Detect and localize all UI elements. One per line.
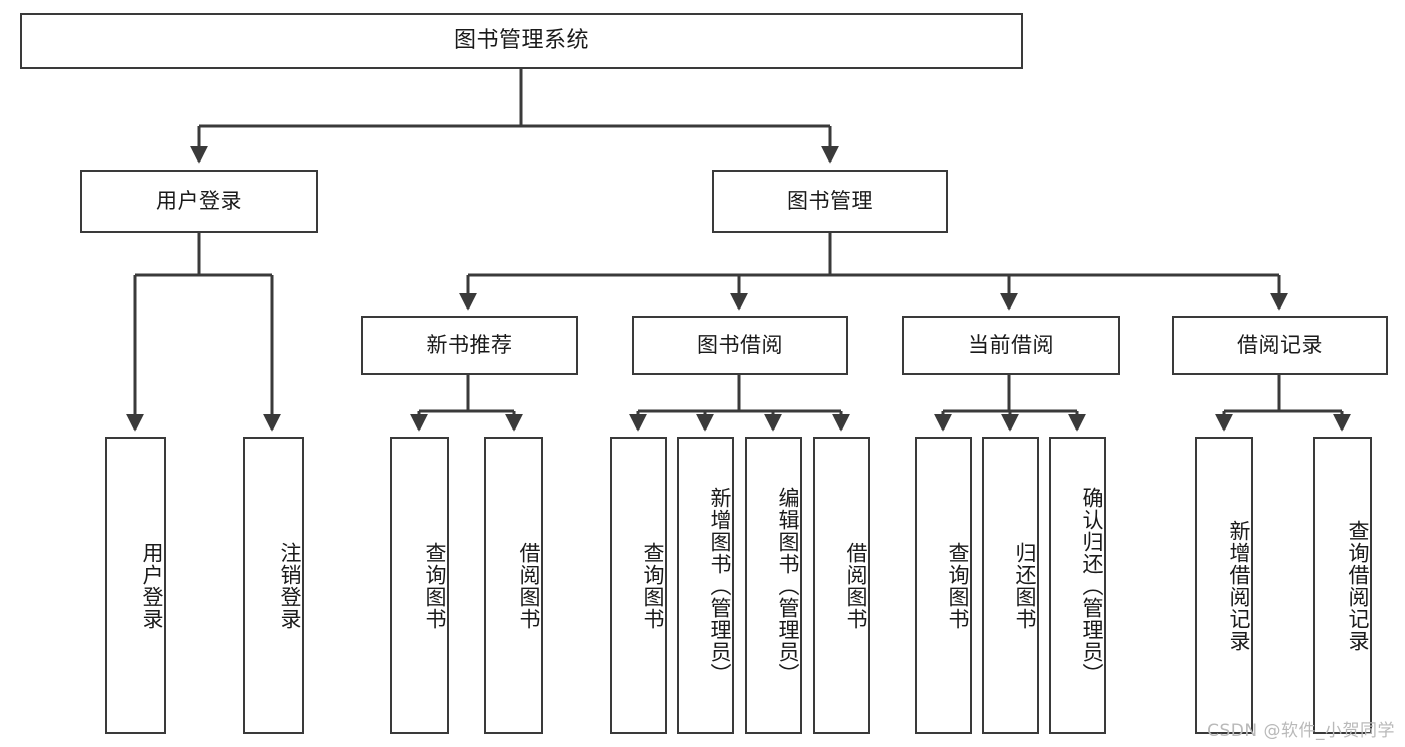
node-current-borrow[interactable]: 当前借阅 [902, 316, 1120, 375]
node-user-login[interactable]: 用户登录 [80, 170, 318, 233]
node-leaf-borrow-book-1[interactable]: 借阅图书 [484, 437, 543, 734]
node-leaf-query-record[interactable]: 查询借阅记录 [1313, 437, 1372, 734]
node-borrow-record[interactable]: 借阅记录 [1172, 316, 1388, 375]
node-leaf-edit-book[interactable]: 编辑图书（管理员） [745, 437, 802, 734]
node-leaf-query-book-3[interactable]: 查询图书 [915, 437, 972, 734]
node-leaf-user-logout[interactable]: 注销登录 [243, 437, 304, 734]
node-leaf-query-book-1[interactable]: 查询图书 [390, 437, 449, 734]
watermark: CSDN @软件_小贺同学 [1207, 721, 1395, 741]
node-root[interactable]: 图书管理系统 [20, 13, 1023, 69]
node-new-book-recommend[interactable]: 新书推荐 [361, 316, 578, 375]
node-leaf-add-book[interactable]: 新增图书（管理员） [677, 437, 734, 734]
node-leaf-query-book-2[interactable]: 查询图书 [610, 437, 667, 734]
node-leaf-add-record[interactable]: 新增借阅记录 [1195, 437, 1253, 734]
node-book-manage[interactable]: 图书管理 [712, 170, 948, 233]
node-leaf-user-login[interactable]: 用户登录 [105, 437, 166, 734]
node-leaf-return-book[interactable]: 归还图书 [982, 437, 1039, 734]
node-leaf-borrow-book-2[interactable]: 借阅图书 [813, 437, 870, 734]
node-book-borrow[interactable]: 图书借阅 [632, 316, 848, 375]
node-leaf-confirm-return[interactable]: 确认归还（管理员） [1049, 437, 1106, 734]
